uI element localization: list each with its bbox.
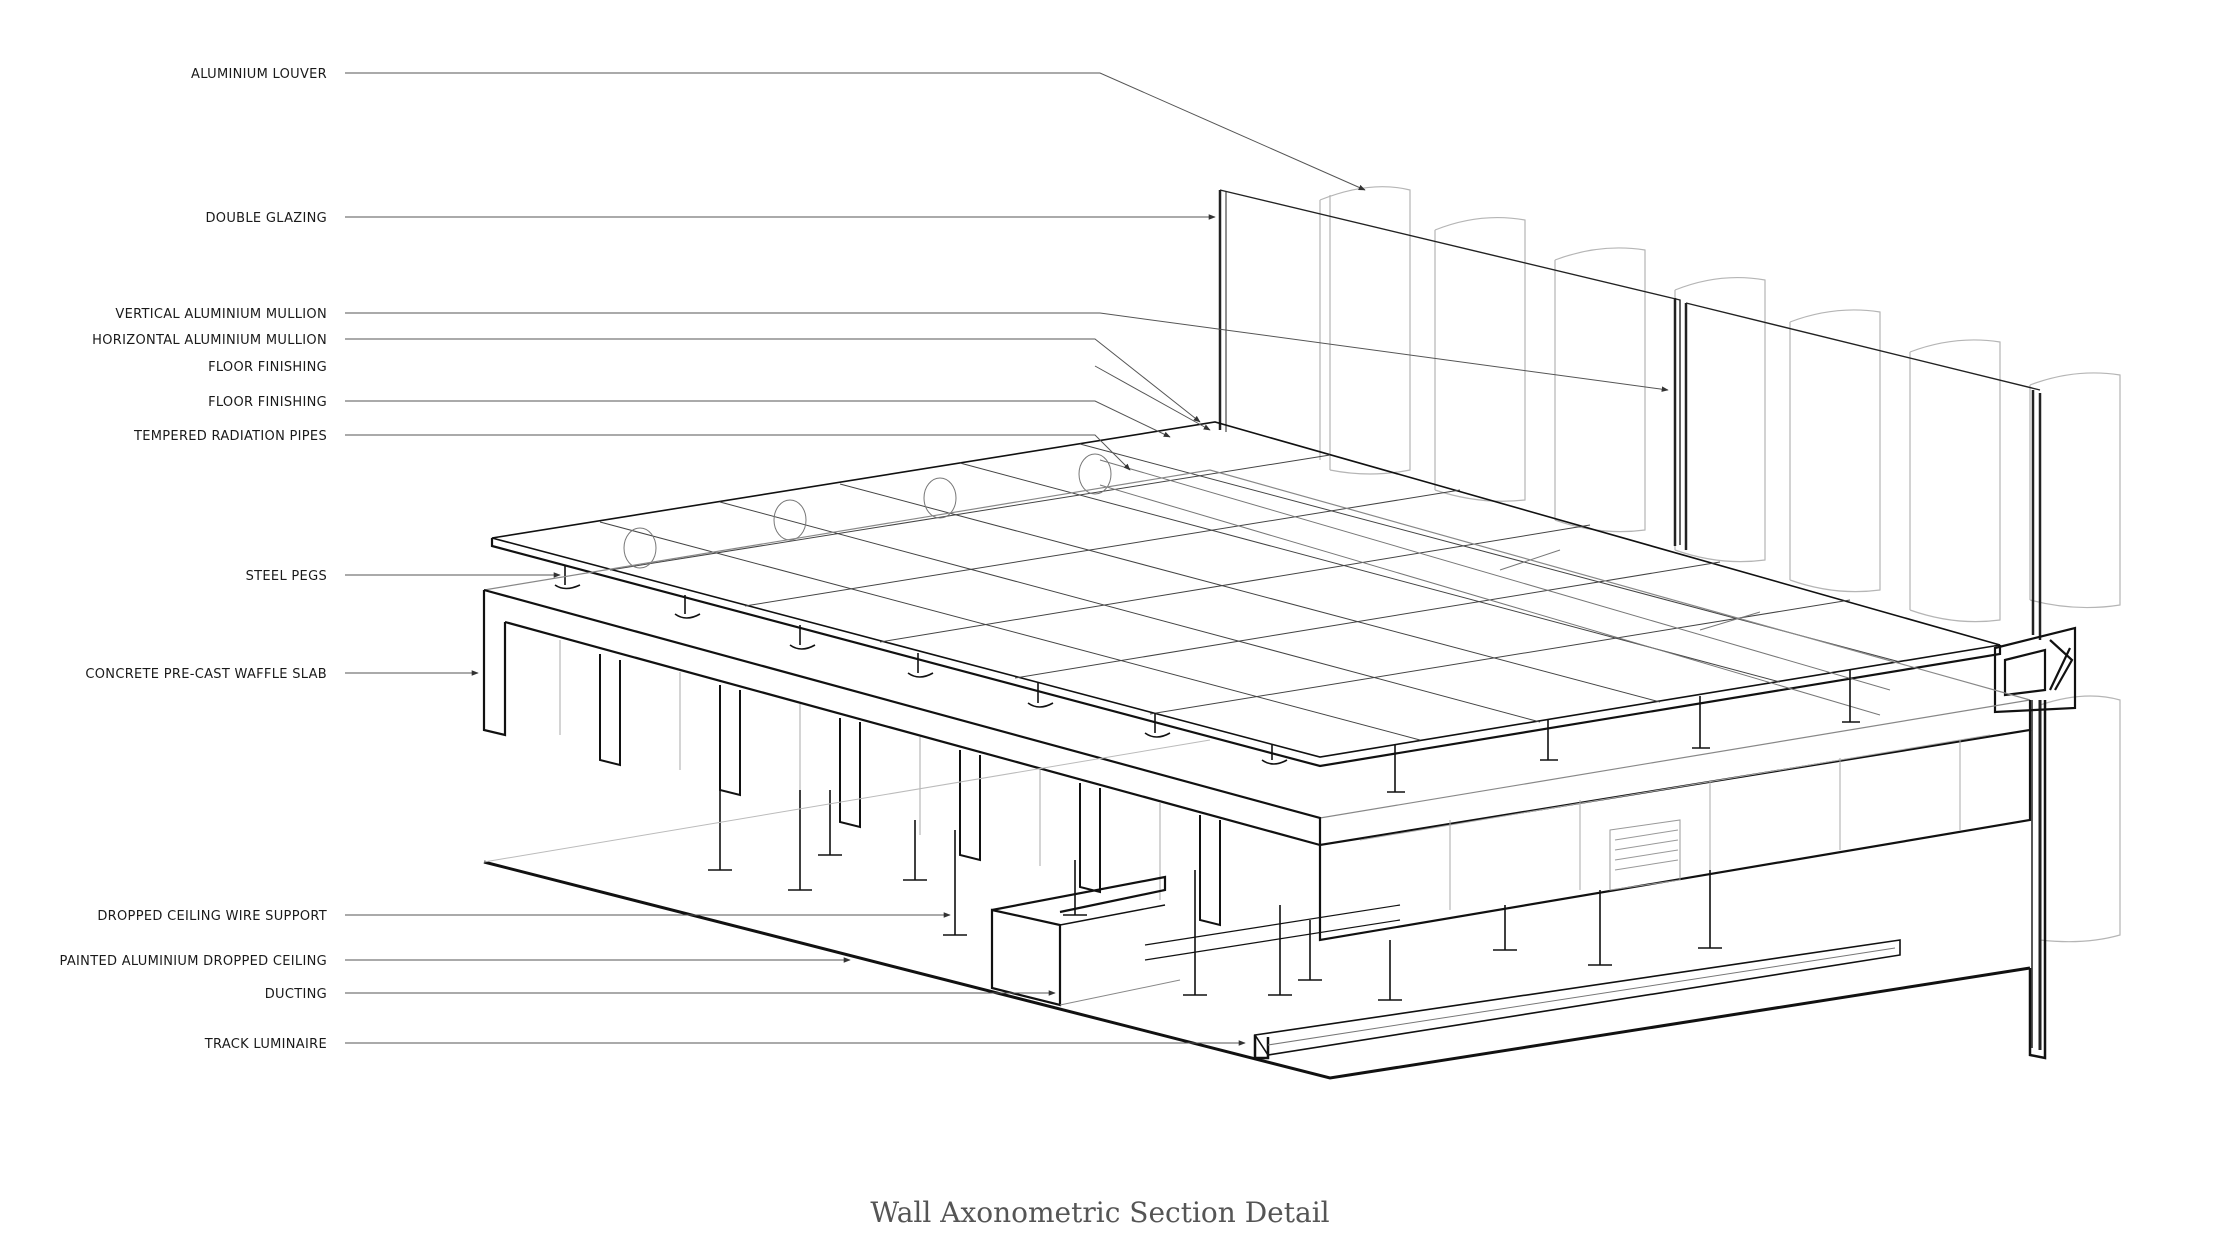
label-ducting: DUCTING [265,987,327,1002]
label-track-luminaire: TRACK LUMINAIRE [204,1037,327,1052]
leader-vertical-mullion [345,312,1669,392]
leader-floor-finishing-2 [345,400,1171,438]
label-aluminium-louver: ALUMINIUM LOUVER [191,67,327,82]
floor-grid [599,443,1901,741]
leader-aluminium-louver [345,72,1366,191]
ceiling-wires [708,790,1722,1001]
leader-floor-finishing-1 [1094,365,1211,431]
leader-lines [345,72,1669,1046]
label-vertical-mullion: VERTICAL ALUMINIUM MULLION [115,307,327,322]
label-floor-finishing-1: FLOOR FINISHING [208,360,327,375]
radiation-pipes [623,453,1891,716]
leader-horizontal-mullion [345,338,1201,423]
label-steel-pegs: STEEL PEGS [246,569,327,584]
callout-labels: ALUMINIUM LOUVER DOUBLE GLAZING VERTICAL… [60,67,327,1052]
label-horizontal-mullion: HORIZONTAL ALUMINIUM MULLION [92,333,327,348]
radiator-block [1609,819,1681,891]
label-ceiling-wire: DROPPED CEILING WIRE SUPPORT [97,909,327,924]
leader-radiation-pipes [345,434,1131,471]
steel-pegs [554,565,1860,793]
section-drawing [482,186,2121,1080]
label-floor-finishing-2: FLOOR FINISHING [208,395,327,410]
label-radiation-pipes: TEMPERED RADIATION PIPES [133,429,327,444]
glazing [1218,189,2042,1050]
track-luminaire [1253,939,1901,1060]
label-waffle-slab: CONCRETE PRE-CAST WAFFLE SLAB [85,667,327,682]
waffle-slab [482,469,2032,942]
label-double-glazing: DOUBLE GLAZING [205,211,327,226]
diagram-title: Wall Axonometric Section Detail [870,1196,1329,1229]
label-dropped-ceiling: PAINTED ALUMINIUM DROPPED CEILING [60,954,327,969]
ducting [990,875,1401,1007]
dropped-ceiling [483,700,2047,1080]
louver-array [1319,186,2121,943]
floor-plate [490,421,2002,768]
